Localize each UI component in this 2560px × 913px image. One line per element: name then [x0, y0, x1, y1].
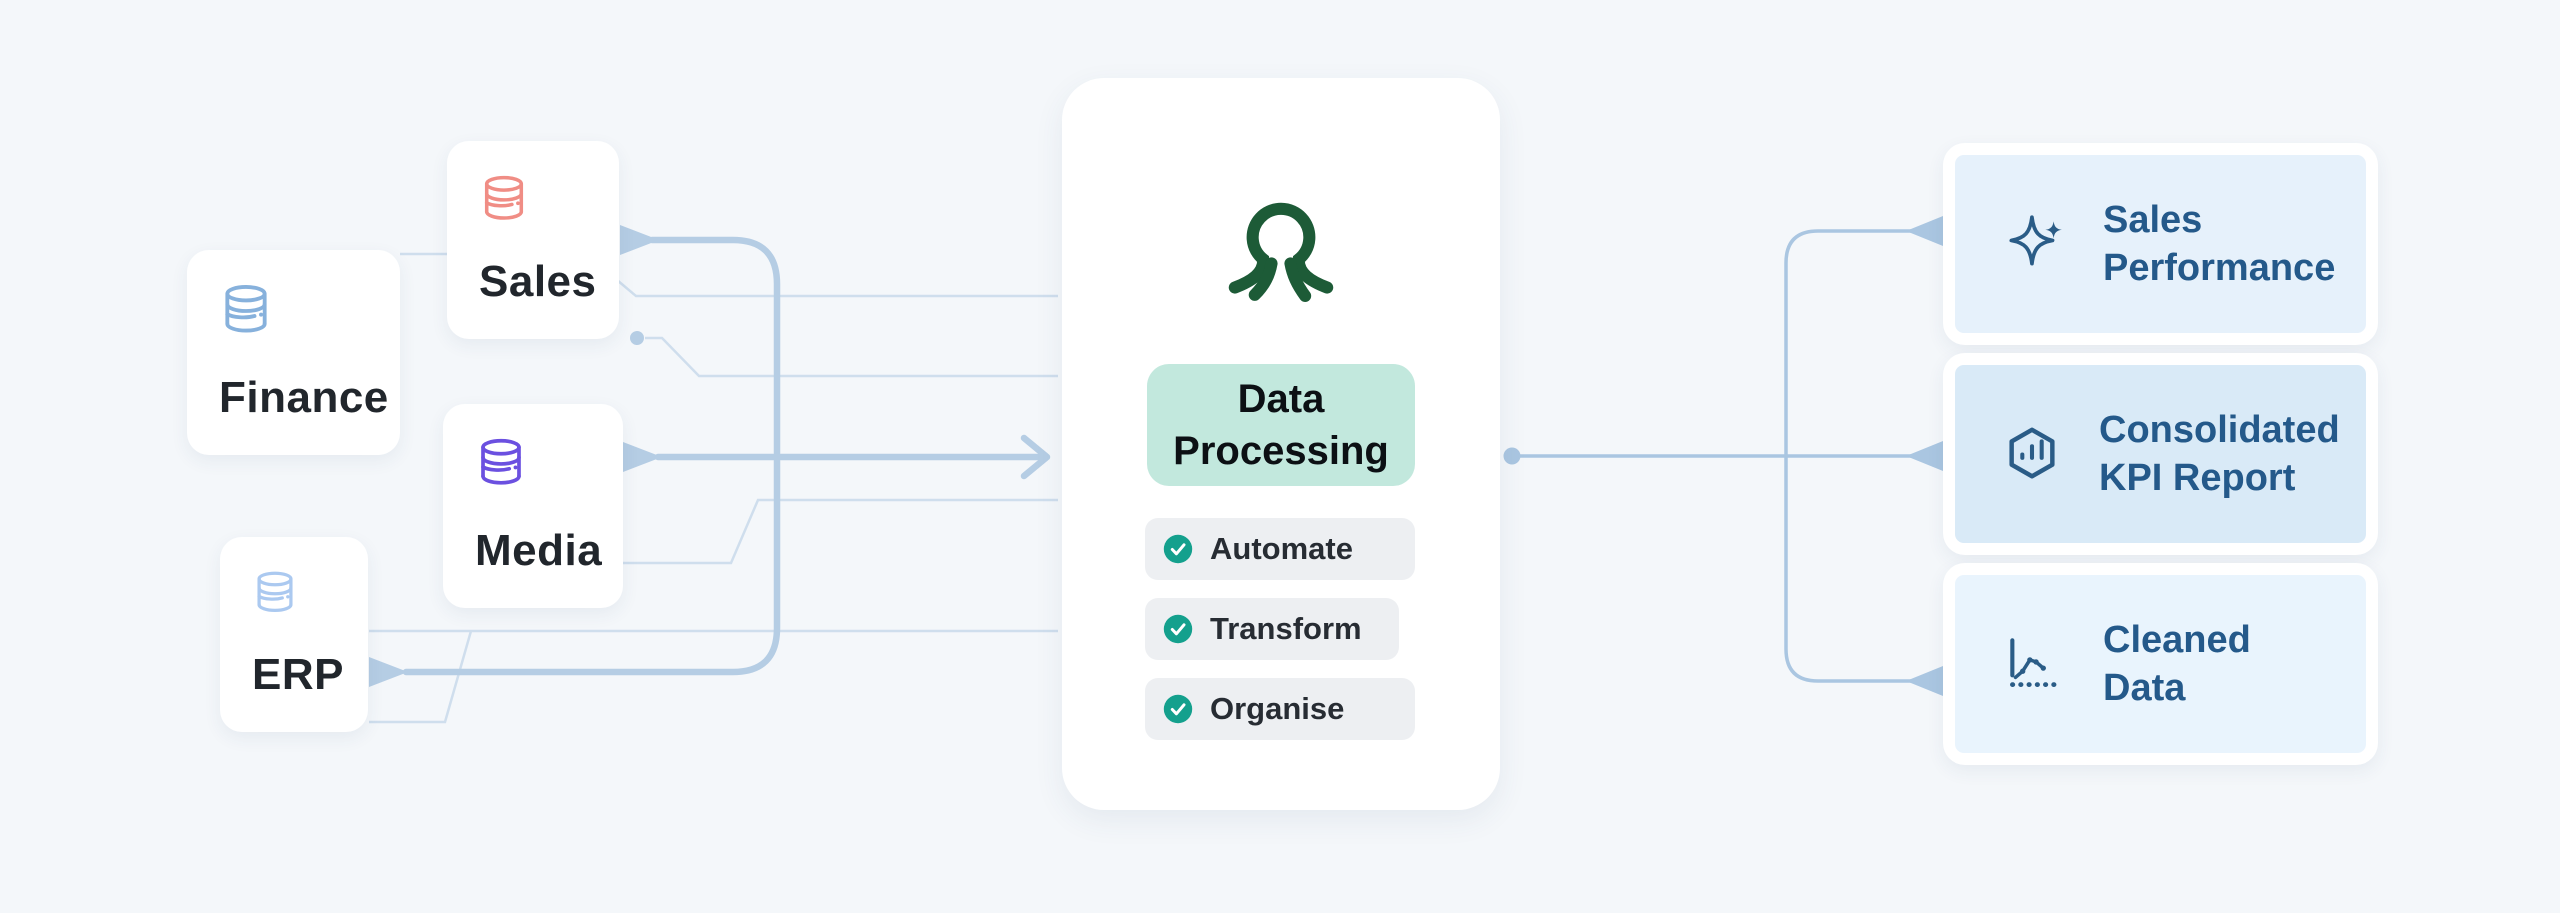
output-connectors: [1512, 229, 1938, 683]
chip-label: Data Processing: [1173, 377, 1389, 473]
output-label: Consolidated KPI Report: [2099, 409, 2340, 499]
check-circle-icon: [1163, 614, 1193, 644]
output-card-sales-performance: Sales Performance: [1943, 143, 2378, 345]
octopus-logo-icon: [1228, 202, 1334, 302]
badge-automate: Automate: [1145, 518, 1415, 580]
output-panel: Consolidated KPI Report: [1955, 365, 2366, 543]
badge-label: Automate: [1210, 531, 1353, 566]
connector-sales-thin: [616, 279, 1058, 298]
flare-sales: [620, 225, 659, 255]
data-processing-chip: Data Processing: [1147, 364, 1415, 486]
database-icon: [481, 438, 521, 485]
thick-connectors: [402, 236, 1051, 676]
output-card-kpi-report: Consolidated KPI Report: [1943, 353, 2378, 555]
output-panel: Sales Performance: [1955, 155, 2366, 333]
thin-connectors: [369, 252, 1058, 724]
output-flares: [1503, 216, 1943, 696]
line-chart-icon: [2010, 638, 2061, 687]
source-label: Media: [475, 526, 603, 575]
sparkle-icon: [2009, 215, 2062, 266]
output-label: Sales Performance: [2103, 199, 2336, 289]
connector-to-sales-performance: [1784, 229, 1938, 456]
source-card-erp: ERP: [220, 537, 368, 732]
source-label: Sales: [479, 257, 597, 306]
badge-transform: Transform: [1145, 598, 1399, 660]
source-label: ERP: [252, 650, 344, 699]
hexagon-bar-chart-icon: [2009, 427, 2055, 479]
flare-erp: [369, 657, 408, 687]
dot-source: [630, 331, 644, 345]
source-label: Finance: [219, 373, 389, 422]
database-icon: [484, 175, 524, 220]
arrowhead-into-processor: [1020, 434, 1051, 480]
source-card-sales: Sales: [447, 141, 619, 339]
dot-processor-output: [1503, 447, 1521, 465]
flare-cleaned-data: [1906, 666, 1943, 696]
output-card-cleaned-data: Cleaned Data: [1943, 563, 2378, 765]
output-label: Cleaned Data: [2103, 619, 2251, 709]
database-icon: [257, 571, 293, 613]
badge-label: Transform: [1210, 611, 1362, 646]
database-icon: [225, 285, 267, 333]
flare-sales-performance: [1906, 216, 1943, 246]
flare-media: [623, 442, 662, 472]
badge-label: Organise: [1210, 691, 1345, 726]
connector-dot-line: [645, 336, 1058, 378]
connector-media-thin: [623, 498, 1058, 565]
check-circle-icon: [1163, 694, 1193, 724]
source-card-finance: Finance: [187, 250, 400, 455]
processor-card: Data Processing Automate Transform Organ…: [1062, 78, 1500, 810]
flare-kpi-report: [1906, 441, 1943, 471]
source-flares: [369, 225, 662, 687]
connector-to-cleaned-data: [1784, 456, 1938, 683]
badge-organise: Organise: [1145, 678, 1415, 740]
source-card-media: Media: [443, 404, 623, 608]
check-circle-icon: [1163, 534, 1193, 564]
connector-erp-thin-bottom: [369, 630, 473, 724]
output-panel: Cleaned Data: [1955, 575, 2366, 753]
